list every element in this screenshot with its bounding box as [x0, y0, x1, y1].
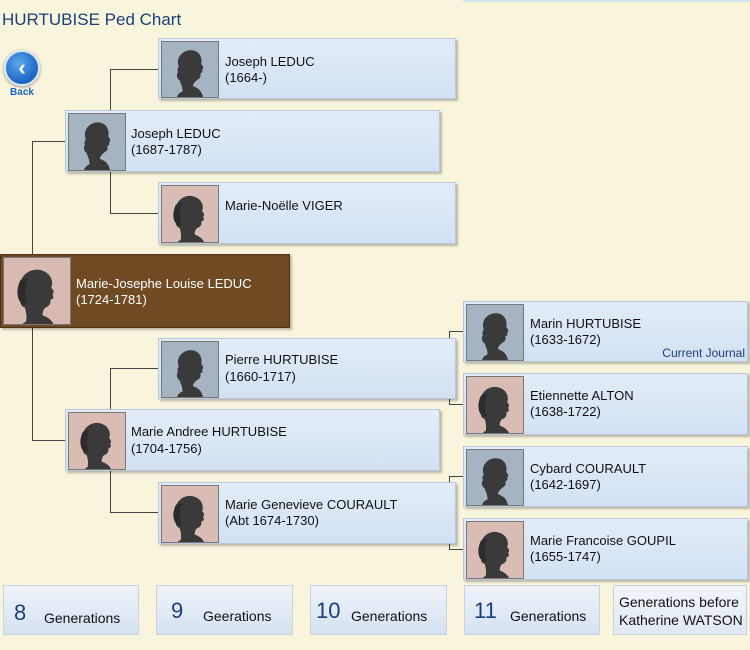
connector [449, 404, 463, 405]
person-dates: (1638-1722) [530, 404, 601, 419]
connector [449, 331, 450, 338]
female-silhouette-icon [466, 521, 524, 579]
generation-label: Geerations [203, 608, 272, 624]
female-silhouette-icon [466, 376, 524, 434]
generation-label: Generations [44, 610, 121, 626]
person-name: Marie Andree HURTUBISE [131, 424, 287, 439]
person-dates: (1704-1756) [131, 441, 202, 456]
male-silhouette-icon [161, 341, 219, 398]
back-button[interactable]: ‹ Back [3, 50, 41, 100]
generation-count: 9 [171, 598, 184, 623]
person-card[interactable]: Cybard COURAULT (1642-1697) [463, 446, 748, 507]
person-dates: (Abt 1674-1730) [225, 513, 319, 528]
connector [110, 69, 158, 70]
connector [110, 512, 158, 513]
generations-11-button[interactable]: 11 Generations [464, 585, 600, 635]
connector [110, 368, 158, 369]
person-card[interactable]: Marie Francoise GOUPIL (1655-1747) [463, 518, 748, 580]
connector [32, 141, 65, 142]
focus-person-card[interactable]: Marie-Josephe Louise LEDUC (1724-1781) [0, 254, 290, 328]
connector [110, 471, 111, 512]
person-dates: (1660-1717) [225, 369, 296, 384]
person-name: Pierre HURTUBISE [225, 352, 339, 367]
connector [449, 476, 450, 483]
person-name: Marie Francoise GOUPIL [530, 533, 676, 548]
person-dates: (1687-1787) [131, 142, 202, 157]
person-name: Marin HURTUBISE [530, 316, 642, 331]
generations-before-button[interactable]: Generations before Katherine WATSON [613, 585, 747, 635]
current-journal-link[interactable]: Current Journal [662, 346, 745, 360]
person-card[interactable]: Marin HURTUBISE (1633-1672) Current Jour… [463, 301, 748, 362]
male-silhouette-icon [466, 449, 524, 506]
connector [449, 543, 450, 550]
male-silhouette-icon [161, 41, 219, 98]
person-dates: (1724-1781) [76, 292, 147, 307]
generations-10-button[interactable]: 10 Generations [310, 585, 447, 635]
person-card[interactable]: Etiennette ALTON (1638-1722) [463, 373, 748, 435]
person-name: Cybard COURAULT [530, 461, 647, 476]
person-name: Marie-Josephe Louise LEDUC [76, 276, 252, 291]
person-name: Marie Genevieve COURAULT [225, 497, 398, 512]
male-silhouette-icon [466, 304, 524, 361]
person-dates: (1642-1697) [530, 477, 601, 492]
connector [32, 328, 33, 441]
person-dates: (1664-) [225, 70, 267, 85]
connector [110, 69, 111, 111]
generation-count: 11 [474, 598, 497, 623]
person-name: Joseph LEDUC [131, 126, 221, 141]
generation-label: Generations [510, 608, 587, 624]
female-silhouette-icon [161, 185, 219, 243]
person-card[interactable]: Joseph LEDUC (1664-) [158, 38, 456, 99]
connector [449, 549, 463, 550]
female-silhouette-icon [68, 412, 126, 470]
person-card[interactable]: Marie Genevieve COURAULT (Abt 1674-1730) [158, 482, 456, 544]
person-name: Joseph LEDUC [225, 54, 315, 69]
back-arrow-icon: ‹ [4, 50, 40, 86]
person-card[interactable]: Marie Andree HURTUBISE (1704-1756) [65, 409, 440, 471]
generations-before-label: Generations before [619, 594, 739, 610]
male-silhouette-icon [68, 113, 126, 171]
generation-count: 8 [14, 600, 27, 625]
back-label: Back [10, 87, 34, 98]
connector [32, 141, 33, 254]
top-divider [463, 0, 750, 2]
person-name: Marie-Noëlle VIGER [225, 198, 343, 213]
generation-label: Generations [351, 608, 428, 624]
connector [110, 213, 158, 214]
connector [32, 440, 65, 441]
generations-9-button[interactable]: 9 Geerations [156, 585, 293, 635]
person-card[interactable]: Pierre HURTUBISE (1660-1717) [158, 338, 456, 399]
female-silhouette-icon [161, 485, 219, 543]
person-dates: (1655-1747) [530, 549, 601, 564]
connector [449, 331, 463, 332]
person-name: Etiennette ALTON [530, 388, 634, 403]
person-dates: (1633-1672) [530, 332, 601, 347]
generation-count: 10 [316, 598, 341, 623]
page-title: HURTUBISE Ped Chart [2, 10, 182, 29]
person-card[interactable]: Marie-Noëlle VIGER [158, 182, 456, 244]
female-silhouette-icon [3, 257, 71, 325]
connector [449, 398, 450, 405]
connector [110, 368, 111, 409]
connector [449, 476, 463, 477]
generations-8-button[interactable]: 8 Generations [3, 585, 139, 635]
connector [110, 172, 111, 214]
generations-before-person: Katherine WATSON [619, 612, 743, 628]
person-card[interactable]: Joseph LEDUC (1687-1787) [65, 110, 440, 172]
